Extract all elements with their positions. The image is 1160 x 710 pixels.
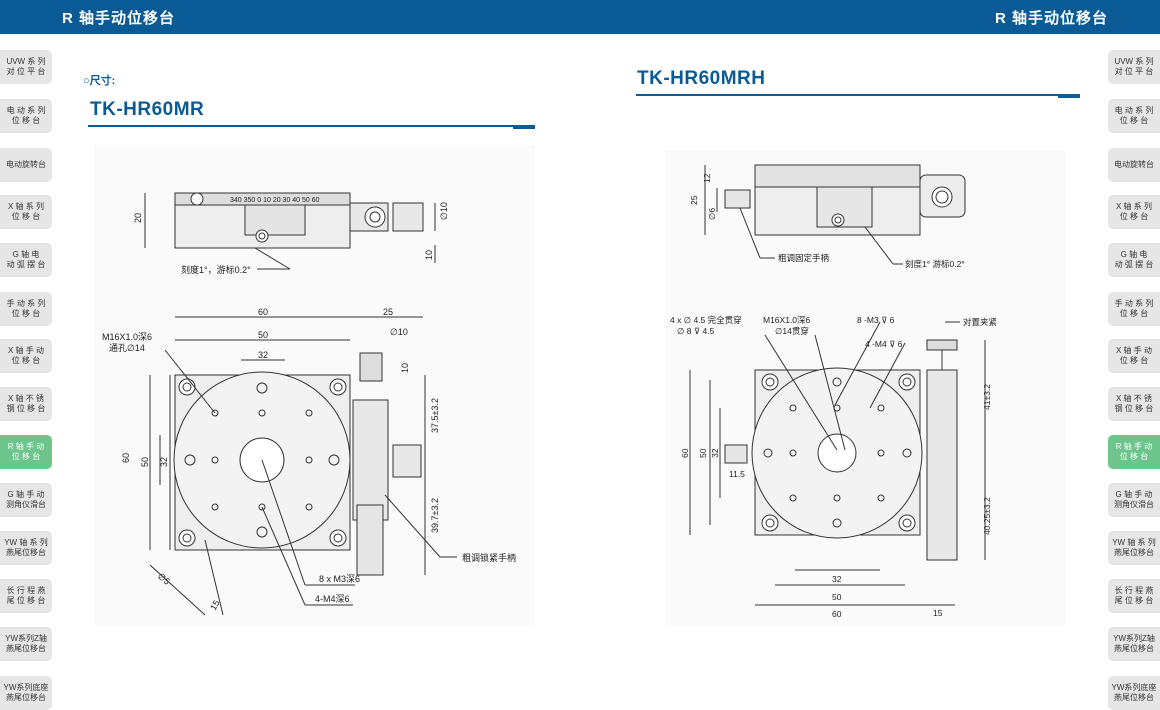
label-m16: M16X1.0深6: [763, 315, 811, 325]
header-title-left: R 轴手动位移台: [62, 10, 176, 27]
dim-32-v: 32: [159, 457, 169, 467]
nav-item-2[interactable]: 电 动 系 列 位 移 台: [1108, 99, 1160, 133]
nav-item-12[interactable]: 长 行 程 燕 尾 位 移 台: [1108, 579, 1160, 613]
top-view-micrometer: [352, 399, 389, 521]
label-m3: 8 -M3 ⊽ 6: [857, 315, 895, 325]
nav-item-9[interactable]: R 轴 手 动 位 移 台: [0, 435, 52, 469]
dim-10: 10: [424, 250, 434, 260]
dim-20: 20: [133, 213, 143, 223]
nav-item-10[interactable]: G 轴 手 动 测角仪滑台: [0, 483, 52, 517]
dim-50-h: 50: [832, 592, 842, 602]
note-scale: 刻度1°，游标0.2°: [181, 264, 251, 275]
dim-50: 50: [258, 330, 268, 340]
dim-15: 15: [933, 608, 943, 618]
nav-item-3[interactable]: 电动旋转台: [1108, 148, 1160, 182]
nav-item-4[interactable]: X 轴 系 列 位 移 台: [0, 195, 52, 229]
title-underline-accent-right: [1058, 96, 1080, 98]
nav-item-4[interactable]: X 轴 系 列 位 移 台: [1108, 195, 1160, 229]
label-through-holes: 4 x ∅ 4.5 完全贯穿: [670, 315, 742, 325]
nav-item-12[interactable]: 长 行 程 燕 尾 位 移 台: [0, 579, 52, 613]
hole-label-through: 通孔∅14: [109, 343, 145, 353]
title-underline-left: [88, 125, 535, 127]
dim-25: 25: [383, 307, 393, 317]
nav-item-3[interactable]: 电动旋转台: [0, 148, 52, 182]
dim-60: 60: [258, 307, 268, 317]
nav-item-14[interactable]: YW系列底座 燕尾位移台: [0, 676, 52, 710]
dim-60-v: 60: [680, 448, 690, 458]
nav-item-8[interactable]: X 轴 不 锈 钢 位 移 台: [1108, 387, 1160, 421]
dim-32: 32: [258, 350, 268, 360]
technical-drawing-left: 340 350 0 10 20 30 40 50 60 20 ∅10 10 刻度…: [95, 145, 535, 625]
dim-40-25: 40.25±3.2: [982, 497, 992, 535]
dim-32-h: 32: [832, 574, 842, 584]
dim-37-5: 37.5±3.2: [430, 398, 440, 433]
nav-item-1[interactable]: UVW 系 列 对 位 平 台: [1108, 50, 1160, 84]
label-m4: 4 -M4 ⊽ 6: [865, 339, 903, 349]
nav-item-14[interactable]: YW系列底座 燕尾位移台: [1108, 676, 1160, 710]
nav-item-11[interactable]: YW 轴 系 列 燕尾位移台: [0, 531, 52, 565]
dim-15: 15: [208, 598, 222, 612]
hole-label-m16: M16X1.0深6: [102, 332, 152, 342]
dim-32-v: 32: [710, 448, 720, 458]
side-view-fix-handle: [724, 189, 751, 209]
note-lock-handle: 粗调锁紧手柄: [462, 552, 516, 563]
dim-11-5: 11.5: [729, 469, 745, 479]
nav-item-9[interactable]: R 轴 手 动 位 移 台: [1108, 435, 1160, 469]
dim-12: 12: [702, 173, 712, 183]
nav-item-8[interactable]: X 轴 不 锈 钢 位 移 台: [0, 387, 52, 421]
note-scale: 刻度1° 游标0.2°: [905, 259, 965, 269]
nav-item-5[interactable]: G 轴 电 动 弧 摆 台: [0, 243, 52, 277]
dim-phi10: ∅10: [439, 202, 449, 220]
nav-item-13[interactable]: YW系列Z轴 燕尾位移台: [1108, 627, 1160, 661]
nav-item-1[interactable]: UVW 系 列 对 位 平 台: [0, 50, 52, 84]
nav-item-7[interactable]: X 轴 手 动 位 移 台: [1108, 339, 1160, 373]
side-view-knob: [392, 202, 424, 232]
note-opposed-clamp: 对置夹紧: [963, 317, 997, 327]
nav-item-11[interactable]: YW 轴 系 列 燕尾位移台: [1108, 531, 1160, 565]
dim-60-h: 60: [832, 609, 842, 619]
nav-item-13[interactable]: YW系列Z轴 燕尾位移台: [0, 627, 52, 661]
label-m16-through: ∅14贯穿: [775, 326, 809, 336]
dim-25: 25: [689, 195, 699, 205]
title-underline-right: [636, 94, 1080, 96]
title-underline-accent-left: [513, 127, 535, 129]
dim-50-v: 50: [140, 457, 150, 467]
note-m4: 4-M4深6: [315, 594, 350, 604]
nav-item-6[interactable]: 手 动 系 列 位 移 台: [1108, 292, 1160, 326]
dim-39-7: 39.7±3.2: [430, 498, 440, 533]
dim-60-v: 60: [121, 453, 131, 463]
note-m3: 8 x M3深6: [319, 574, 360, 584]
dim-41: 41±3.2: [982, 384, 992, 410]
top-view-micrometer: [926, 369, 958, 561]
technical-drawing-right: 25 12 ∅6 粗调固定手柄 刻度1° 游标0.2° 4 x ∅ 4.5 完全…: [665, 150, 1065, 625]
nav-item-2[interactable]: 电 动 系 列 位 移 台: [0, 99, 52, 133]
dim-phi6: ∅6: [707, 208, 717, 220]
nav-item-5[interactable]: G 轴 电 动 弧 摆 台: [1108, 243, 1160, 277]
nav-item-6[interactable]: 手 动 系 列 位 移 台: [0, 292, 52, 326]
dim-phi10-b: ∅10: [390, 327, 408, 337]
note-fix-handle: 粗调固定手柄: [778, 253, 830, 263]
header-title-right: R 轴手动位移台: [995, 10, 1109, 27]
nav-item-7[interactable]: X 轴 手 动 位 移 台: [0, 339, 52, 373]
header-bar: R 轴手动位移台 R 轴手动位移台: [0, 0, 1160, 34]
dimension-section-label: ○尺寸:: [83, 75, 116, 87]
dim-10-b: 10: [400, 363, 410, 373]
label-counterbore: ∅ 8 ⊽ 4.5: [677, 326, 715, 336]
dim-50-v: 50: [698, 448, 708, 458]
scale-readout-text: 340 350 0 10 20 30 40 50 60: [230, 197, 320, 204]
model-title-left: TK-HR60MR: [90, 99, 205, 120]
nav-item-10[interactable]: G 轴 手 动 测角仪滑台: [1108, 483, 1160, 517]
model-title-right: TK-HR60MRH: [637, 68, 766, 89]
